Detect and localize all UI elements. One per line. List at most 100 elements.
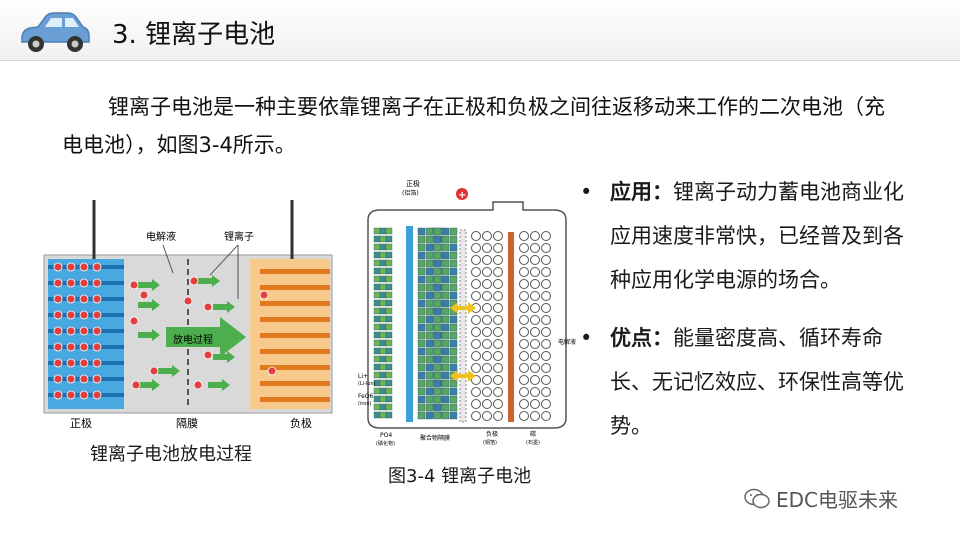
carbon-ring	[519, 387, 529, 397]
cathode-crystal	[379, 387, 387, 395]
watermark-text: EDC电驱未来	[776, 488, 899, 512]
electrolyte-label: 电解液	[146, 230, 176, 243]
carbon-ring	[541, 387, 551, 397]
cathode-crystal	[373, 315, 381, 323]
cathode-crystal	[449, 291, 458, 300]
cathode-crystal	[385, 307, 393, 315]
carbon-ring	[493, 375, 503, 385]
carbon-label: 碳	[530, 430, 536, 438]
bullet-text: 锂离子动力蓄电池商业化应用速度非常快，已经普及到各种应用化学电源的场合。	[610, 180, 904, 292]
cathode-crystal	[373, 403, 381, 411]
cathode-crystal	[441, 411, 450, 420]
carbon-ring	[493, 387, 503, 397]
cathode-crystal	[441, 291, 450, 300]
carbon-ring	[530, 243, 540, 253]
negative-layer	[260, 317, 330, 322]
cathode-crystal	[441, 323, 450, 332]
cathode-crystal	[379, 235, 387, 243]
cathode-crystal	[425, 347, 434, 356]
li-ion-icon	[131, 380, 141, 390]
cathode-crystal	[449, 363, 458, 372]
cathode-crystal	[385, 227, 393, 235]
carbon-ring	[530, 315, 540, 325]
cathode-crystal	[433, 339, 442, 348]
li-ion-icon	[66, 390, 76, 400]
carbon-ring	[482, 231, 492, 241]
li-ion-icon	[66, 294, 76, 304]
cathode-crystal	[433, 323, 442, 332]
cathode-crystal	[385, 275, 393, 283]
cathode-crystal	[441, 283, 450, 292]
carbon-ring	[493, 243, 503, 253]
cathode-crystal	[373, 275, 381, 283]
cathode-crystal	[441, 387, 450, 396]
carbon-ring	[530, 291, 540, 301]
cathode-crystal	[385, 283, 393, 291]
carbon-ring	[471, 351, 481, 361]
cathode-crystal	[425, 371, 434, 380]
li-ion-icon	[66, 262, 76, 272]
cathode-crystal	[379, 347, 387, 355]
cathode-crystal	[417, 291, 426, 300]
negative-label: 负极	[290, 416, 312, 430]
neg-sub-label: (铜箔)	[483, 439, 497, 446]
po-sub-label: (磷化物)	[376, 440, 395, 447]
negative-layer	[260, 269, 330, 274]
carbon-ring	[530, 375, 540, 385]
cathode-crystal	[433, 227, 442, 236]
cathode-crystal	[373, 339, 381, 347]
cathode-crystal	[441, 307, 450, 316]
cathode-crystal	[385, 395, 393, 403]
carbon-ring	[471, 267, 481, 277]
carbon-ring	[541, 363, 551, 373]
li-ion-icon	[92, 342, 102, 352]
cathode-crystal	[449, 251, 458, 260]
cathode-crystal	[373, 227, 381, 235]
cathode-crystal	[449, 283, 458, 292]
carbon-ring	[471, 375, 481, 385]
carbon-ring	[493, 267, 503, 277]
cathode-crystal	[379, 379, 387, 387]
cathode-crystal	[441, 379, 450, 388]
carbon-ring	[519, 399, 529, 409]
cathode-crystal	[441, 227, 450, 236]
carbon-ring	[519, 375, 529, 385]
cathode-crystal	[433, 347, 442, 356]
carbon-ring	[493, 411, 503, 421]
carbon-ring	[493, 303, 503, 313]
carbon-ring	[471, 291, 481, 301]
cathode-crystal	[373, 291, 381, 299]
carbon-ring	[482, 375, 492, 385]
carbon-ring	[471, 399, 481, 409]
carbon-ring	[530, 411, 540, 421]
carbon-ring	[519, 327, 529, 337]
cathode-crystal	[433, 251, 442, 260]
cathode-crystal	[417, 403, 426, 412]
car-icon	[21, 12, 90, 52]
cathode-crystal	[385, 243, 393, 251]
li-ion-icon	[53, 326, 63, 336]
carbon-ring	[482, 411, 492, 421]
li-ion-icon	[53, 278, 63, 288]
cathode-crystal	[379, 355, 387, 363]
cathode-crystal	[425, 307, 434, 316]
cathode-crystal	[441, 371, 450, 380]
bullet-application: • 应用：锂离子动力蓄电池商业化应用速度非常快，已经普及到各种应用化学电源的场合…	[576, 170, 906, 302]
carbon-ring	[482, 291, 492, 301]
li-label: Li+	[358, 373, 368, 380]
carbon-ring	[530, 387, 540, 397]
left-figure-caption: 锂离子电池放电过程	[90, 444, 252, 465]
cathode-crystal	[379, 291, 387, 299]
cathode-crystal	[417, 339, 426, 348]
cathode-crystal	[441, 331, 450, 340]
cathode-crystal	[379, 307, 387, 315]
cathode-crystal	[379, 363, 387, 371]
carbon-ring	[482, 255, 492, 265]
cathode-crystal	[441, 243, 450, 252]
carbon-ring	[519, 279, 529, 289]
cathode-crystal	[417, 363, 426, 372]
carbon-ring	[519, 267, 529, 277]
carbon-ring	[482, 267, 492, 277]
cathode-crystal	[449, 267, 458, 276]
carbon-ring	[519, 411, 529, 421]
